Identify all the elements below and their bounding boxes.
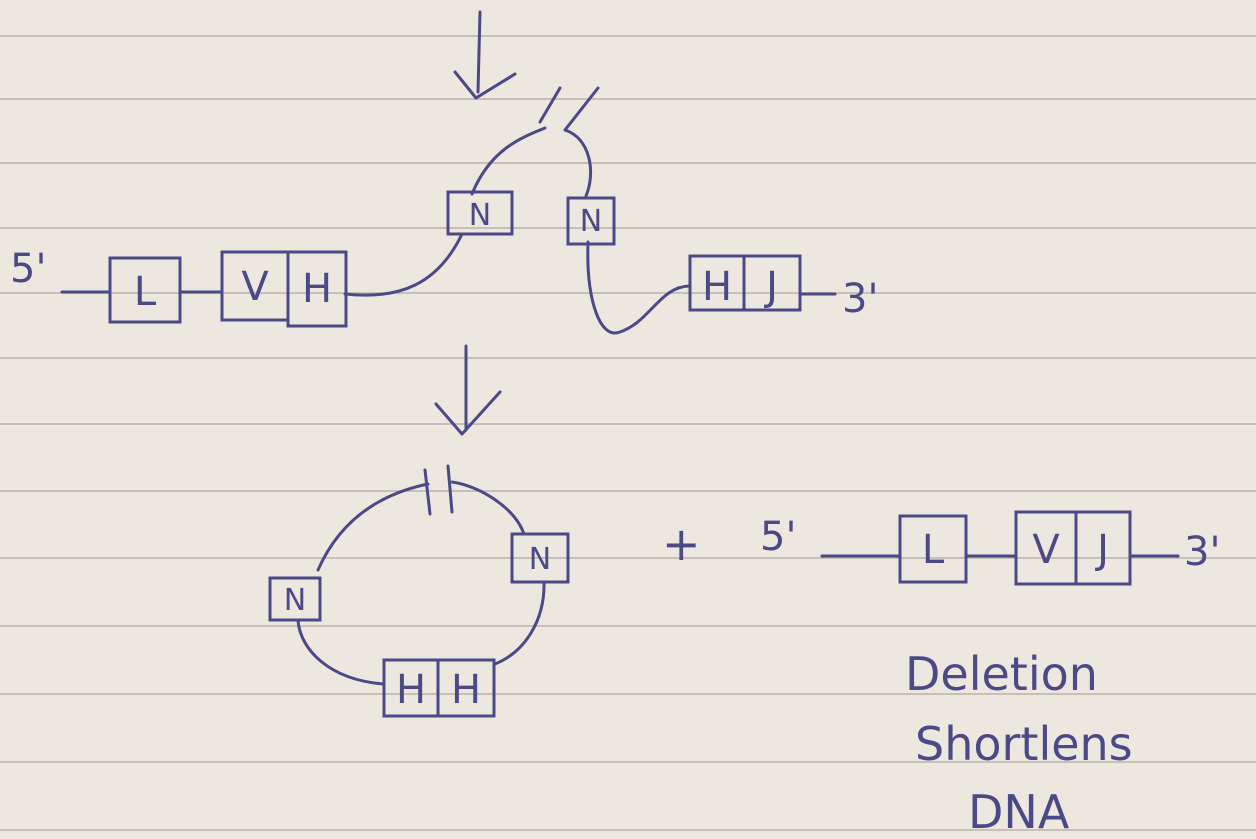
- gene-label: N: [284, 583, 306, 618]
- gene-label: N: [529, 542, 551, 577]
- top-break-marks: [538, 86, 600, 132]
- gene-label: N: [580, 204, 602, 239]
- product-strand: + 5' L V J 3': [662, 510, 1220, 586]
- plus-sign: +: [662, 517, 701, 571]
- gene-label: H: [302, 266, 332, 312]
- product-gene-J-box: J: [1074, 510, 1132, 586]
- gene-label: V: [1032, 527, 1060, 573]
- gene-N-box-left: N: [446, 190, 514, 236]
- gene-N-box-right: N: [566, 196, 616, 246]
- top-strand: 5' L V H N N H J 3': [10, 190, 878, 328]
- gene-label: H: [451, 667, 481, 713]
- top-strand-lines: [60, 126, 837, 335]
- product-gene-L-box: L: [898, 514, 968, 584]
- loop-gene-H-box-right: H: [436, 658, 496, 718]
- gene-label: V: [241, 264, 269, 310]
- gene-label: J: [1094, 527, 1109, 573]
- gene-H-box: H: [286, 250, 348, 328]
- product-five-prime-label: 5': [760, 514, 796, 560]
- loop-gene-N-box-right: N: [510, 532, 570, 584]
- gene-L-box: L: [108, 256, 182, 324]
- note-line-2: Shortlens: [915, 717, 1133, 771]
- middle-arrow: [434, 344, 502, 436]
- product-gene-V-box: V: [1014, 510, 1078, 586]
- three-prime-label: 3': [842, 276, 878, 322]
- gene-label: J: [763, 264, 778, 310]
- gene-label: L: [922, 527, 945, 573]
- loop-gene-H-box-left: H: [382, 658, 440, 718]
- gene-label: H: [702, 264, 732, 310]
- notebook-lines: [0, 35, 1256, 831]
- gene-label: H: [396, 667, 426, 713]
- five-prime-label: 5': [10, 246, 46, 292]
- gene-J-box: J: [742, 254, 802, 312]
- gene-V-box: V: [220, 250, 290, 322]
- top-arrow: [453, 10, 517, 100]
- gene-label: L: [134, 269, 157, 315]
- deletion-note: Deletion Shortlens DNA: [905, 647, 1133, 839]
- product-three-prime-label: 3': [1184, 529, 1220, 575]
- note-line-3: DNA: [968, 785, 1070, 839]
- excised-loop: N N H H: [268, 464, 570, 718]
- loop-gene-N-box-left: N: [268, 576, 322, 622]
- gene-H-box-right: H: [688, 254, 746, 312]
- note-line-1: Deletion: [905, 647, 1098, 701]
- gene-label: N: [469, 198, 491, 233]
